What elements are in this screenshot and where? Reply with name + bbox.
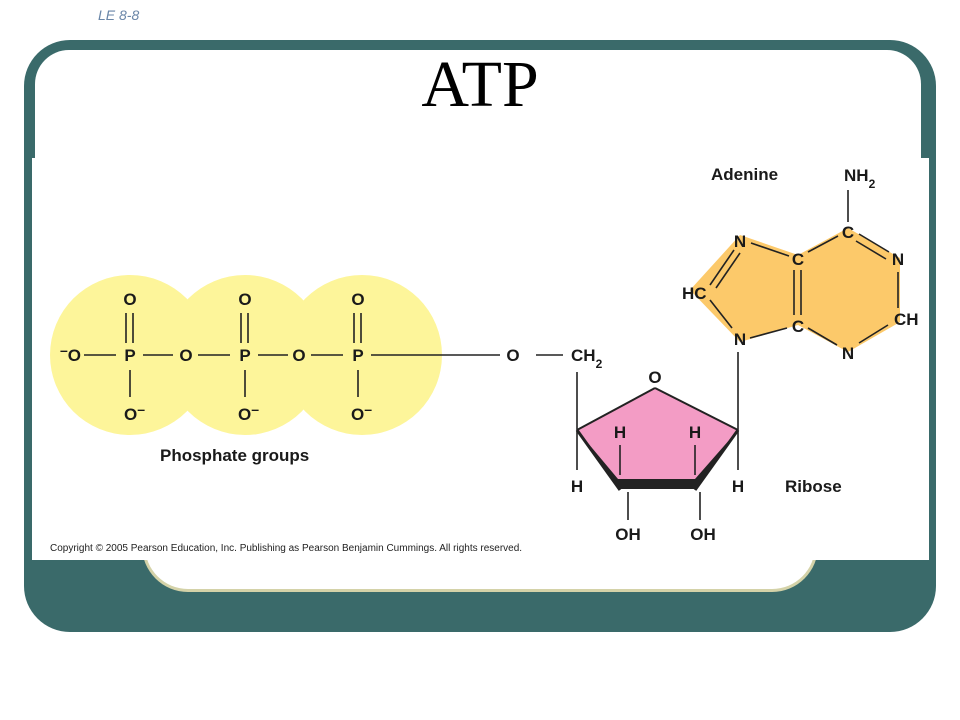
phosphate-circle-3 — [282, 275, 442, 435]
bond — [749, 327, 788, 339]
atom-label: P — [124, 346, 135, 365]
adenine-five-ring — [690, 235, 798, 342]
atom-label: O– — [124, 401, 145, 424]
atom-label: C — [842, 223, 854, 242]
phosphate-groups-label: Phosphate groups — [160, 446, 309, 465]
bond — [709, 299, 733, 329]
atom-label: P — [352, 346, 363, 365]
atom-label: HC — [682, 284, 707, 303]
bond — [858, 233, 890, 253]
atom-label: O — [506, 346, 519, 365]
bond — [807, 327, 838, 346]
copyright-notice: Copyright © 2005 Pearson Education, Inc.… — [50, 543, 523, 554]
bond — [858, 324, 889, 344]
atom-label: O — [179, 346, 192, 365]
atom-label: H — [689, 423, 701, 442]
atom-label: OH — [615, 525, 641, 544]
atom-label: OH — [690, 525, 716, 544]
slide-inner-top — [35, 50, 921, 170]
phosphate-circles — [50, 275, 442, 435]
bond — [715, 252, 741, 289]
ribose-bond — [575, 429, 622, 491]
atom-label: CH — [894, 310, 919, 329]
ribose-bond — [693, 429, 740, 491]
atom-label: –O — [60, 342, 81, 365]
atom-label: O — [351, 290, 364, 309]
adenine-rings — [690, 228, 900, 352]
atom-label: H — [571, 477, 583, 496]
phosphate-circle-1 — [50, 275, 210, 435]
bond — [709, 249, 735, 286]
ribose-bond — [654, 387, 739, 431]
atom-label: C — [792, 317, 804, 336]
bonds — [84, 190, 899, 520]
ribose-ring-fill — [577, 388, 738, 489]
atom-label: N — [892, 250, 904, 269]
phosphate-circle-2 — [165, 275, 325, 435]
ribose-label: Ribose — [785, 477, 842, 496]
atom-label: NH2 — [844, 166, 876, 191]
atom-label: N — [734, 330, 746, 349]
atom-label: CH2 — [571, 346, 603, 371]
bond — [855, 240, 887, 260]
slide-title: ATP — [421, 48, 539, 121]
adenine-six-ring — [798, 228, 900, 352]
atom-label: O– — [238, 401, 259, 424]
atom-label: N — [842, 344, 854, 363]
atom-label: N — [734, 232, 746, 251]
atom-label: O — [648, 368, 661, 387]
atom-label: O — [238, 290, 251, 309]
atom-label: P — [239, 346, 250, 365]
ribose-ring — [575, 387, 740, 491]
atom-label: O — [292, 346, 305, 365]
bond — [807, 235, 839, 253]
atom-label: H — [614, 423, 626, 442]
slide-label: LE 8-8 — [98, 7, 140, 23]
atom-label: O — [123, 290, 136, 309]
ribose-bond — [576, 387, 656, 431]
atom-label: C — [792, 250, 804, 269]
atom-labels: –O O P O– O O P O– O O P O– O CH2 O H H … — [60, 166, 919, 544]
bond — [750, 242, 790, 257]
atom-label: H — [732, 477, 744, 496]
atom-label: O– — [351, 401, 372, 424]
adenine-label: Adenine — [711, 165, 778, 184]
